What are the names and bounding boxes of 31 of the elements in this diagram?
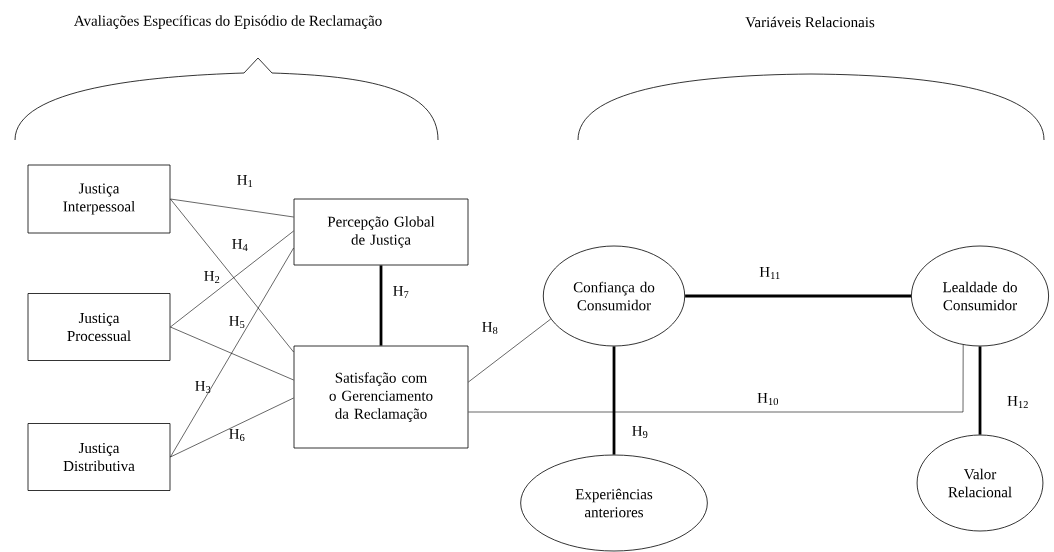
edge-label: H$_{6}$: [229, 428, 245, 442]
connector-line: [379, 265, 383, 346]
connector-line: [468, 344, 964, 413]
connector-line: [170, 198, 294, 353]
connector-line: [685, 294, 911, 298]
edge-label: H$_{8}$: [482, 321, 498, 335]
edge-label: H$_{2}$: [204, 271, 220, 283]
connector-line: [170, 326, 294, 381]
connector-line: [978, 346, 982, 435]
heading: Avaliações Específicas do Episódio de Reclamação: [73, 15, 382, 29]
process-box: Percepção Global de Justiça: [293, 198, 469, 266]
process-box: Satisfação com o Gerenciamento da Reclamação: [293, 345, 469, 449]
connector-line: [170, 198, 294, 218]
connector-line: [170, 247, 294, 458]
connector-line: [170, 230, 294, 328]
connector-line: [170, 397, 294, 458]
edge-label: H$_{3}$: [195, 380, 211, 394]
process-box: Justiça Distributiva: [27, 423, 171, 491]
process-box: Justiça Interpessoal: [27, 164, 171, 234]
edge-label: H$_{4}$: [232, 239, 248, 251]
edge-label: H$_{5}$: [229, 315, 245, 329]
connector-line: [612, 346, 616, 455]
connector-line: [468, 318, 552, 383]
heading: Variáveis Relacionais: [745, 16, 875, 28]
process-box: Justiça Processual: [27, 293, 171, 361]
edge-label: H$_{9}$: [632, 425, 648, 439]
edge-label: H$_{11}$: [759, 267, 780, 279]
edge-label: H$_{10}$: [757, 392, 778, 406]
edge-label: H$_{1}$: [237, 175, 253, 187]
edge-label: H$_{12}$: [1007, 396, 1028, 408]
edge-label: H$_{7}$: [393, 286, 409, 298]
